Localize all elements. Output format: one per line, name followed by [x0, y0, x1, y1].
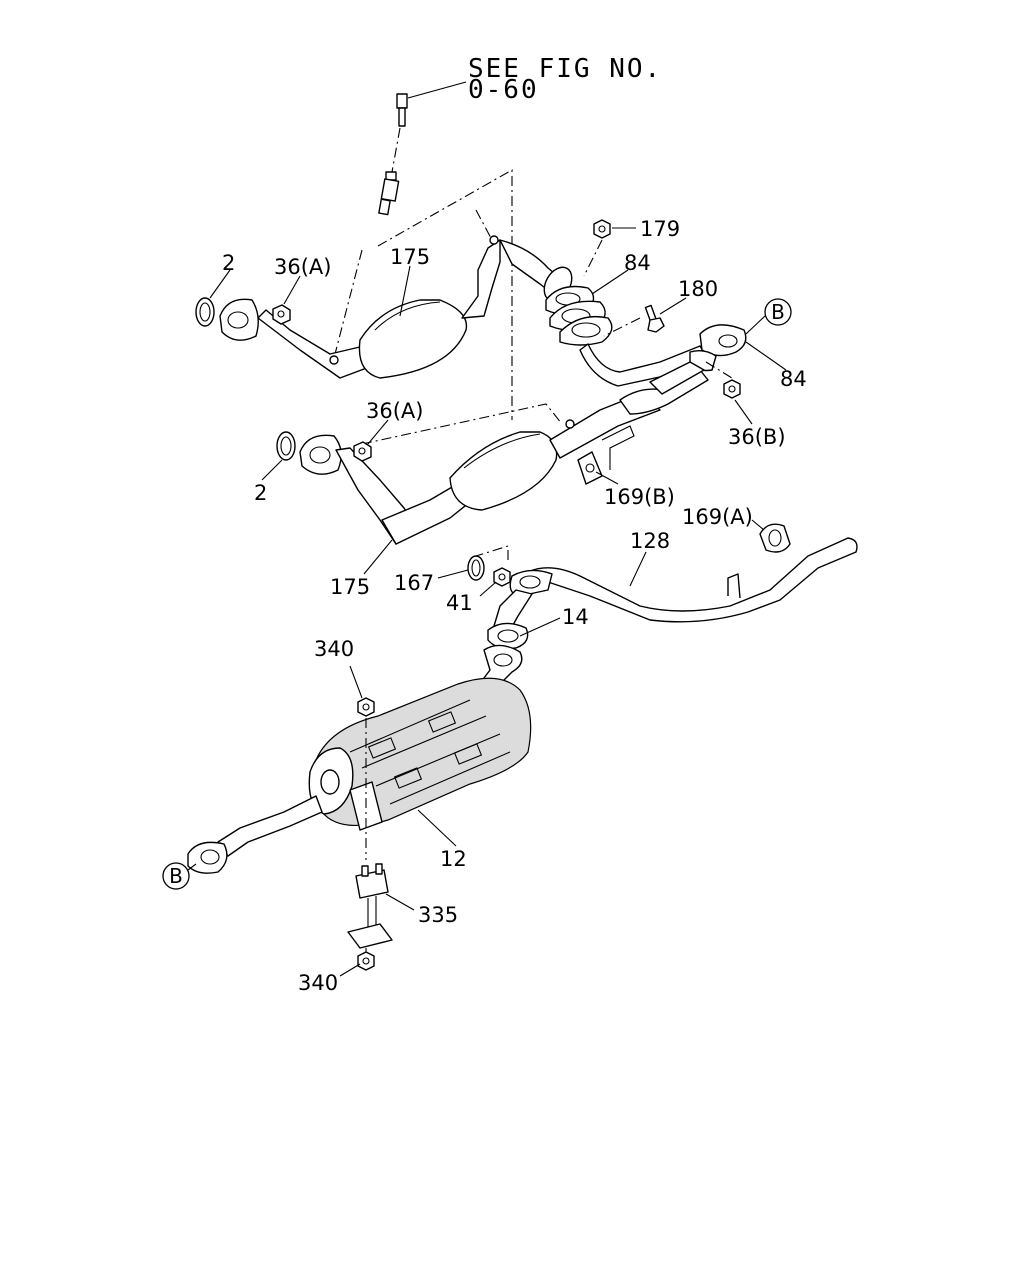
sensor-boss-lower — [329, 355, 339, 365]
leader-175-upper — [399, 265, 411, 317]
leader-12 — [417, 809, 457, 847]
front-pipe-upper — [195, 235, 575, 379]
assembly-guide-sensor-upper — [475, 209, 493, 241]
bolt-41 — [493, 567, 511, 587]
svg-text:B: B — [169, 864, 183, 888]
nut-340-bottom — [357, 951, 375, 971]
bolt-guide-179 — [583, 239, 603, 277]
rubber-mount-335 — [347, 863, 393, 949]
leader-b-right — [745, 315, 766, 335]
callout-14: 14 — [562, 605, 589, 629]
assembly-guide-lower — [361, 403, 563, 445]
leader-175-lower — [363, 539, 393, 575]
callout-175-upper: 175 — [390, 245, 430, 269]
callout-175-lower: 175 — [330, 575, 370, 599]
leader-36a-upper — [283, 275, 301, 305]
sensor-boss-upper — [489, 235, 499, 245]
nut-36a-mid — [353, 441, 372, 462]
callout-179: 179 — [640, 217, 680, 241]
leader-14 — [519, 617, 561, 637]
bolt-180 — [644, 304, 665, 333]
callout-2-upper: 2 — [222, 251, 235, 275]
nut-36b — [723, 379, 741, 399]
hanger-169b — [577, 451, 603, 485]
heat-tube — [601, 425, 635, 470]
leader-41 — [479, 581, 497, 597]
flange-guide-right — [705, 361, 733, 379]
callout-36b: 36(B) — [728, 425, 786, 449]
callout-340-bottom: 340 — [298, 971, 338, 995]
leader-340-top — [349, 665, 363, 699]
leader-169b — [595, 471, 619, 485]
bolt-guide-180 — [603, 317, 641, 337]
hanger-169a — [759, 523, 791, 553]
assembly-guide-sensor-lower — [333, 249, 363, 359]
callout-169b: 169(B) — [604, 485, 675, 509]
callout-180: 180 — [678, 277, 718, 301]
leader-84-right — [745, 341, 787, 371]
reference-leader — [407, 81, 467, 99]
callout-340-top: 340 — [314, 637, 354, 661]
muffler-12 — [308, 644, 532, 831]
leader-2-upper — [209, 269, 231, 299]
leader-128 — [629, 551, 647, 587]
leader-84-top — [591, 269, 629, 295]
callout-169a: 169(A) — [682, 505, 753, 529]
leader-167 — [437, 569, 469, 579]
leader-b-left — [187, 863, 197, 871]
callout-128: 128 — [630, 529, 670, 553]
gasket-ring-upper — [195, 297, 215, 327]
leader-36a-mid — [367, 419, 389, 445]
reference-line-1: SEE FIG NO. — [468, 54, 662, 84]
reference-line-2: 0-60 — [468, 75, 539, 105]
connector-b-right: B — [764, 298, 792, 326]
front-pipe-lower — [276, 361, 709, 545]
leader-2-lower — [261, 459, 283, 481]
callout-36a-upper: 36(A) — [274, 255, 331, 279]
callout-2-lower: 2 — [254, 481, 267, 505]
leader-340-bottom — [339, 963, 361, 977]
callout-12: 12 — [440, 847, 467, 871]
leader-335 — [385, 893, 415, 911]
callout-36a-mid: 36(A) — [366, 399, 423, 423]
spring-167 — [467, 555, 485, 581]
leader-169a — [751, 519, 765, 531]
oxygen-sensor — [378, 93, 408, 216]
callout-84-right: 84 — [780, 367, 807, 391]
svg-text:B: B — [771, 300, 785, 324]
callout-84-top: 84 — [624, 251, 651, 275]
nut-36a-upper — [272, 304, 291, 325]
center-pipe-128 — [493, 537, 858, 635]
leader-36b — [734, 399, 753, 425]
callout-335: 335 — [418, 903, 458, 927]
nut-179 — [593, 219, 611, 239]
connector-b-left: B — [162, 862, 190, 890]
sensor-boss-mid — [565, 419, 575, 429]
nut-340-top — [357, 697, 375, 717]
callout-41: 41 — [446, 591, 473, 615]
leader-180 — [659, 297, 687, 315]
gasket-ring-lower — [276, 431, 296, 461]
callout-167: 167 — [394, 571, 434, 595]
tail-pipe — [187, 795, 323, 874]
bolt-guide-41 — [475, 545, 509, 560]
gasket-14 — [487, 622, 529, 650]
assembly-guide-top — [377, 169, 513, 420]
